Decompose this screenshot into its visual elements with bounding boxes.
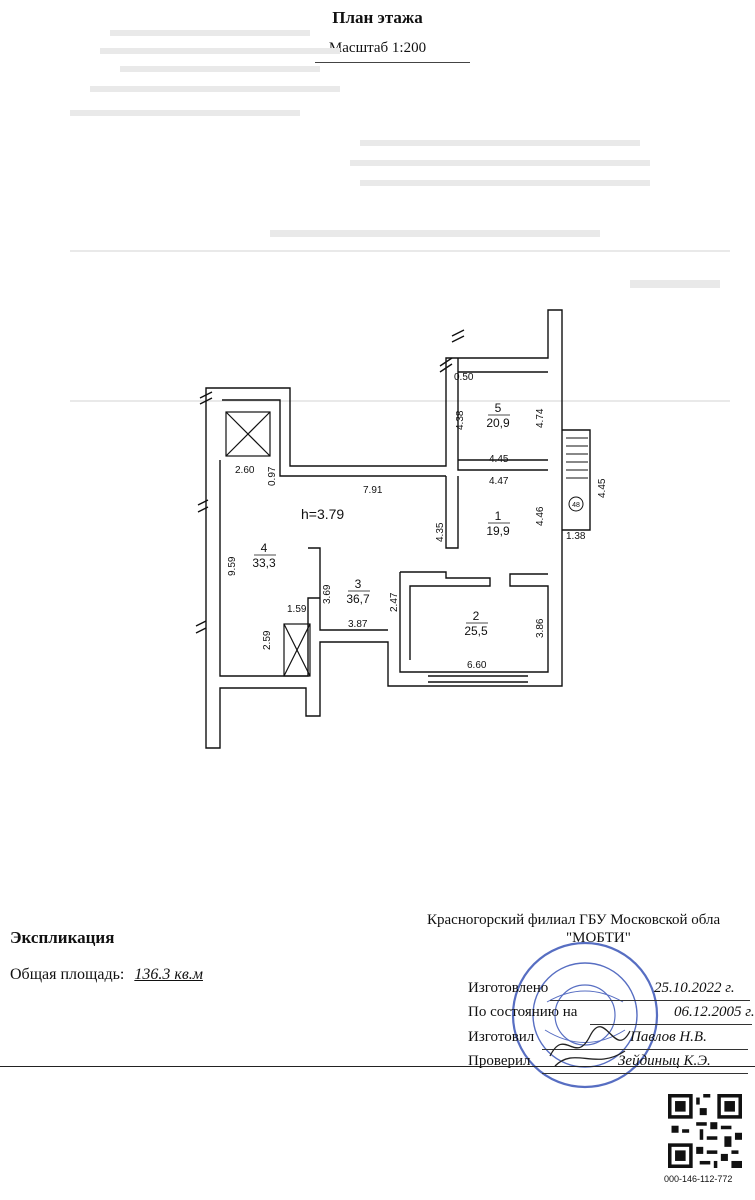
round-seal-stamp	[511, 941, 659, 1089]
document-code: 000-146-112-772	[664, 1174, 733, 1184]
organization-name: Красногорский филиал ГБУ Московской обла	[427, 912, 721, 928]
maker-value: Павлов Н.В.	[630, 1029, 707, 1045]
show-through-background	[70, 30, 730, 402]
dim-4-45-a: 4.45	[489, 454, 509, 465]
qr-code	[668, 1094, 742, 1168]
explication-heading: Экспликация	[10, 928, 115, 947]
room-4-number: 4	[261, 541, 268, 555]
dim-6-60: 6.60	[467, 660, 487, 671]
dim-3-86: 3.86	[535, 618, 546, 638]
maker-label: Изготовил	[468, 1029, 535, 1045]
dim-2-60: 2.60	[235, 465, 255, 476]
scale-underline	[315, 62, 470, 63]
dim-0-50: 0.50	[454, 372, 474, 383]
stair-marker: 48	[572, 502, 580, 509]
room-1-number: 1	[495, 509, 502, 523]
room-1-area: 19,9	[486, 524, 510, 538]
dim-7-91: 7.91	[363, 485, 383, 496]
made-row: Изготовлено 25.10.2022 г.	[468, 980, 750, 1001]
dim-2-47: 2.47	[389, 592, 400, 612]
signature	[549, 1026, 631, 1067]
checker-value: Зейдиныц К.Э.	[618, 1053, 711, 1069]
checker-row: Проверил Зейдиныц К.Э.	[468, 1053, 748, 1074]
room-3-number: 3	[355, 577, 362, 591]
total-area: Общая площадь: 136.3 кв.м	[10, 966, 203, 984]
made-label: Изготовлено	[468, 980, 549, 996]
dim-3-69: 3.69	[322, 584, 333, 604]
floor-plan: 48 h=3.79 5 20,9 1 19,9 2 25,5 3 36,7 4 …	[195, 309, 608, 749]
dim-2-59: 2.59	[262, 630, 273, 650]
state-value: 06.12.2005 г.	[674, 1004, 755, 1020]
dim-9-59: 9.59	[227, 556, 238, 576]
bottom-rule	[0, 1066, 755, 1067]
dim-3-87: 3.87	[348, 619, 368, 630]
ceiling-height: h=3.79	[301, 506, 344, 522]
dim-0-97: 0.97	[267, 466, 278, 486]
checker-label: Проверил	[468, 1053, 531, 1069]
outer-wall	[205, 309, 563, 749]
inner-wall-top	[222, 399, 446, 477]
room-4-area: 33,3	[252, 556, 276, 570]
room-2-number: 2	[473, 609, 480, 623]
room-3-area: 36,7	[346, 592, 370, 606]
total-area-value: 136.3 кв.м	[134, 966, 203, 983]
state-row: По состоянию на 06.12.2005 г.	[468, 1004, 755, 1025]
dim-4-46: 4.46	[535, 506, 546, 526]
room-5-number: 5	[495, 401, 502, 415]
scale-label: Масштаб 1:200	[328, 40, 427, 56]
page-title: План этажа	[332, 8, 423, 27]
state-label: По состоянию на	[468, 1004, 578, 1020]
room-2-area: 25,5	[464, 624, 488, 638]
dim-4-35: 4.35	[435, 522, 446, 542]
made-value: 25.10.2022 г.	[654, 980, 735, 996]
dim-4-45-b: 4.45	[597, 478, 608, 498]
dim-4-38: 4.38	[455, 410, 466, 430]
maker-row: Изготовил Павлов Н.В.	[468, 1029, 748, 1050]
dim-1-59: 1.59	[287, 604, 307, 615]
dim-1-38: 1.38	[566, 531, 586, 542]
dim-4-74: 4.74	[535, 408, 546, 428]
total-area-label: Общая площадь:	[10, 966, 125, 983]
room-5-area: 20,9	[486, 416, 510, 430]
dim-4-47: 4.47	[489, 476, 509, 487]
